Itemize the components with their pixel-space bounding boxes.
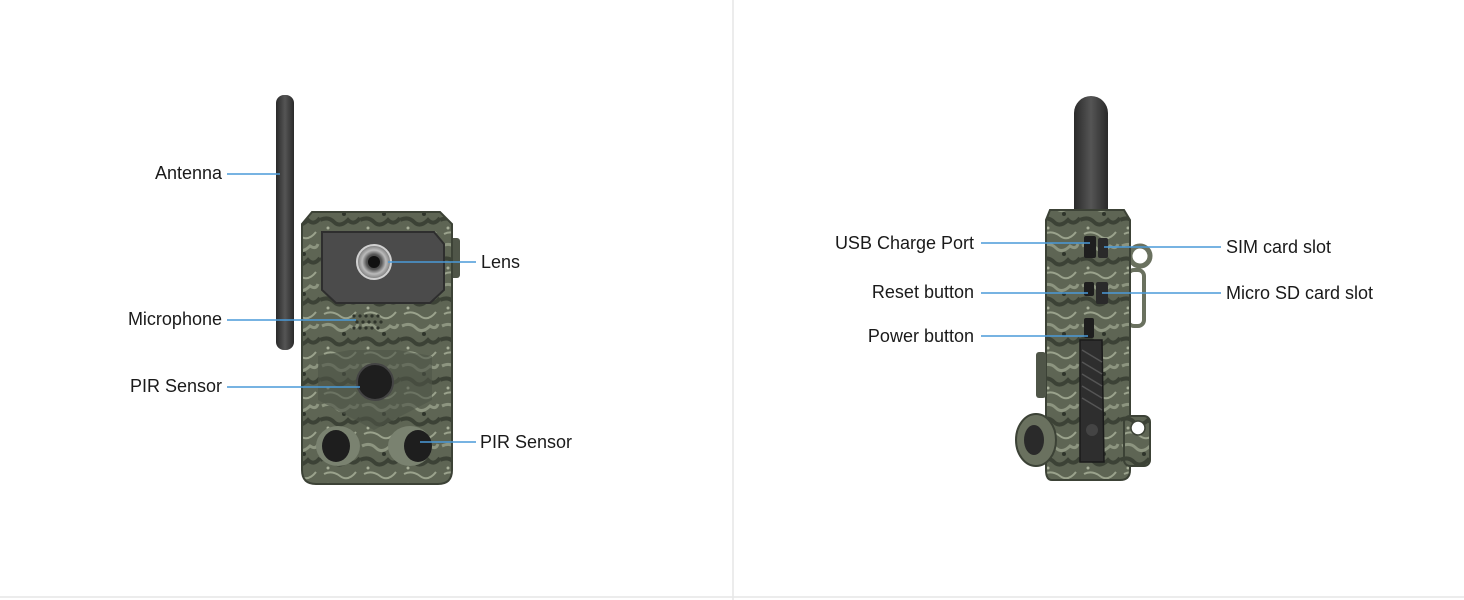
label-pir-sensor-center: PIR Sensor (129, 376, 222, 396)
front-pir-sensor-left (322, 430, 350, 462)
label-antenna: Antenna (154, 163, 222, 183)
label-microphone: Microphone (127, 309, 222, 329)
front-camera (276, 95, 460, 485)
usb-port-shape (1084, 236, 1096, 258)
label-power-button: Power button (867, 326, 974, 346)
power-button-shape (1084, 318, 1094, 338)
label-pir-sensor-bottom: PIR Sensor (480, 432, 573, 452)
front-pir-sensor-right (404, 430, 432, 462)
microphone-grille (352, 314, 383, 330)
sim-slot-shape (1098, 238, 1108, 258)
label-usb-charge-port: USB Charge Port (834, 233, 974, 253)
reset-button-shape (1084, 282, 1094, 296)
front-pir-sensor-center (356, 363, 394, 401)
front-antenna-shape (276, 95, 294, 350)
label-micro-sd-card-slot: Micro SD card slot (1226, 283, 1374, 303)
label-lens: Lens (481, 252, 521, 272)
label-reset-button: Reset button (871, 282, 974, 302)
side-camera (1015, 96, 1153, 481)
side-antenna-shape (1074, 96, 1108, 236)
label-sim-card-slot: SIM card slot (1226, 237, 1332, 257)
